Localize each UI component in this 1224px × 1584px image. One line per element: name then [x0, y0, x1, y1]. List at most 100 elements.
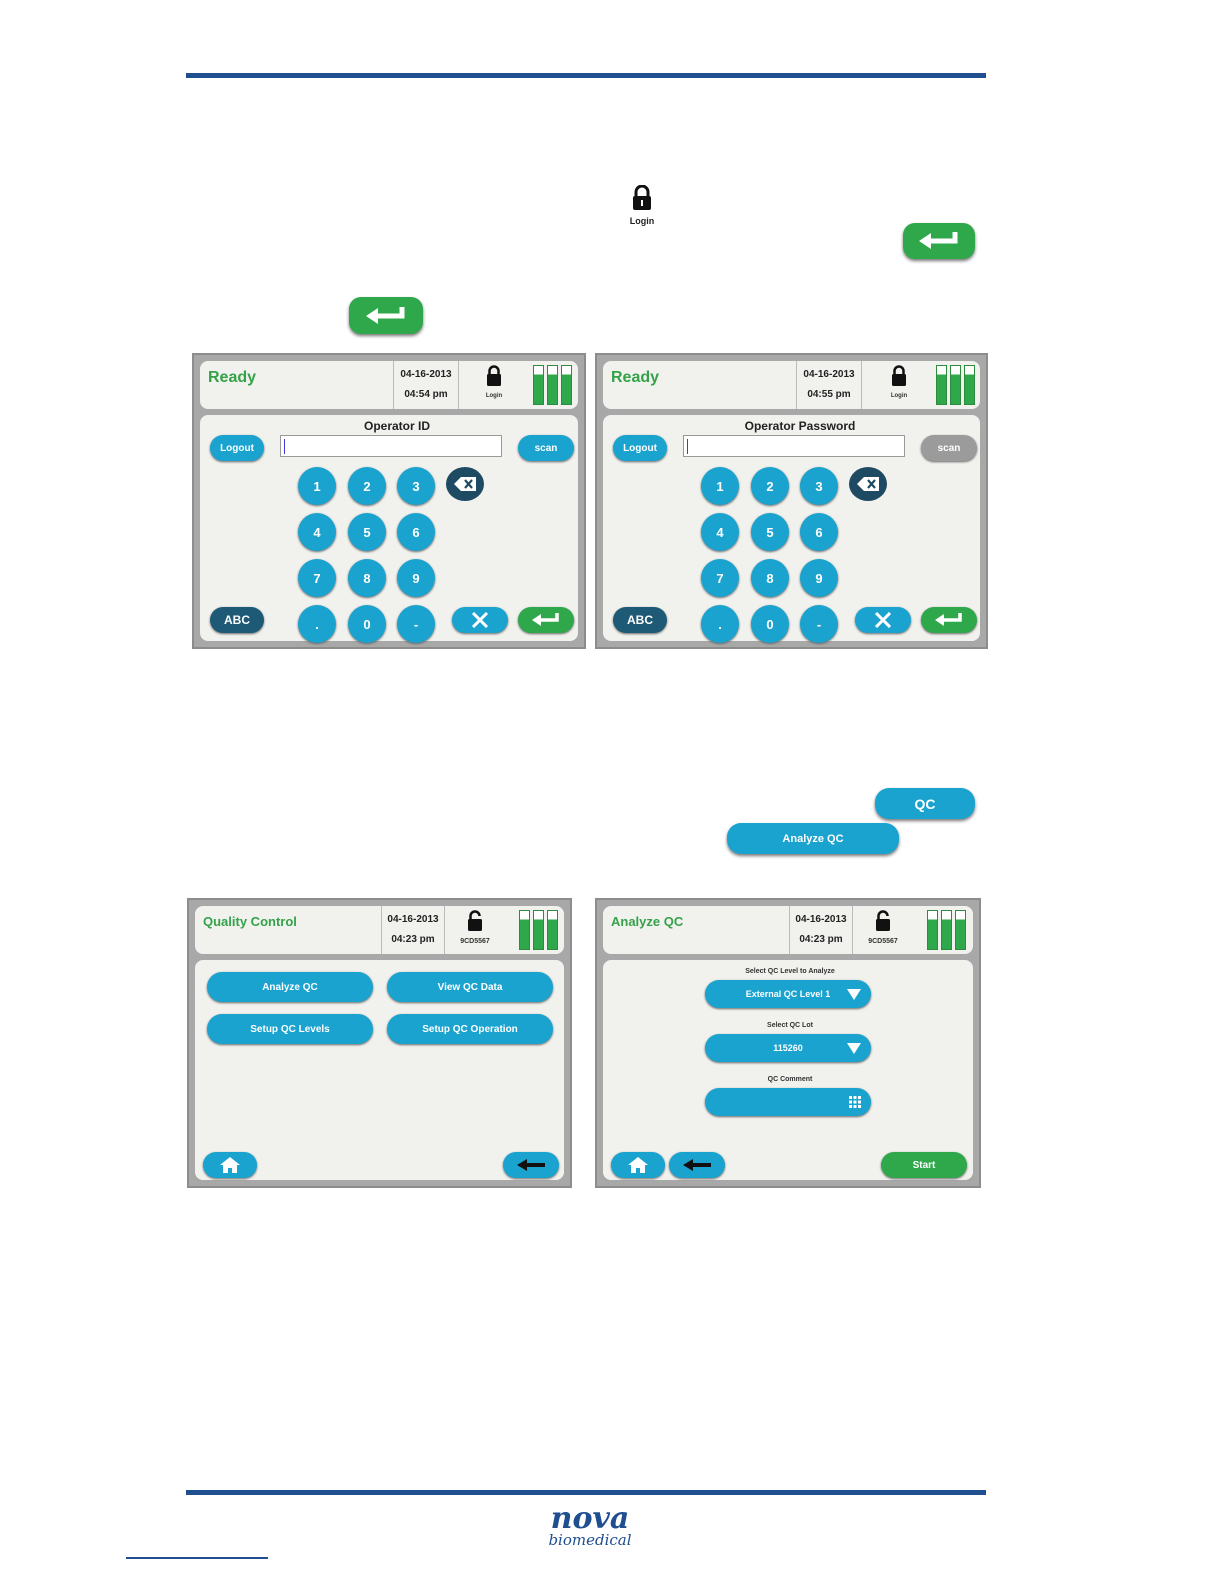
back-arrow-icon — [517, 1159, 545, 1171]
key-1[interactable]: 1 — [701, 467, 739, 505]
reagent-level-icon — [936, 365, 975, 405]
abc-button[interactable]: ABC — [210, 607, 264, 633]
key-2[interactable]: 2 — [348, 467, 386, 505]
status-title: Ready — [208, 369, 257, 386]
key-dot[interactable]: . — [298, 605, 336, 643]
key-6[interactable]: 6 — [397, 513, 435, 551]
view-qc-data-button[interactable]: View QC Data — [387, 972, 553, 1002]
abc-button[interactable]: ABC — [613, 607, 667, 633]
field-label: Operator Password — [744, 419, 856, 433]
key-dot[interactable]: . — [701, 605, 739, 643]
top-rule — [186, 73, 986, 78]
key-3[interactable]: 3 — [800, 467, 838, 505]
dropdown-triangle-icon — [847, 1043, 861, 1054]
date-time: 04-16-2013 04:54 pm — [393, 361, 459, 409]
screen-quality-control: Quality Control 04-16-2013 04:23 pm 9CD5… — [187, 898, 572, 1188]
clear-button[interactable] — [855, 607, 911, 633]
key-7[interactable]: 7 — [701, 559, 739, 597]
setup-qc-levels-button[interactable]: Setup QC Levels — [207, 1014, 373, 1044]
logout-lock-button[interactable]: 9CD5567 — [859, 910, 907, 950]
backspace-icon — [857, 477, 879, 491]
logout-button[interactable]: Logout — [210, 435, 264, 461]
enter-arrow-icon — [935, 613, 962, 626]
key-4[interactable]: 4 — [701, 513, 739, 551]
clear-button[interactable] — [452, 607, 508, 633]
keypad-panel: Operator ID Logout scan 1 2 3 4 5 6 7 8 … — [200, 415, 578, 643]
operator-id-input[interactable] — [280, 435, 502, 457]
key-0[interactable]: 0 — [348, 605, 386, 643]
key-4[interactable]: 4 — [298, 513, 336, 551]
analyze-qc-button-inline: Analyze QC — [727, 823, 899, 854]
qc-lot-label: Select QC Lot — [767, 1022, 813, 1029]
login-button[interactable]: Login — [879, 365, 919, 405]
key-6[interactable]: 6 — [800, 513, 838, 551]
unlock-icon — [876, 910, 890, 931]
date: 04-16-2013 — [803, 369, 855, 380]
operator-id-label: 9CD5567 — [460, 938, 490, 945]
key-9[interactable]: 9 — [397, 559, 435, 597]
backspace-icon — [454, 477, 476, 491]
time: 04:55 pm — [807, 389, 851, 400]
qc-level-value: External QC Level 1 — [745, 989, 831, 999]
time: 04:54 pm — [404, 389, 448, 400]
analyze-qc-button[interactable]: Analyze QC — [207, 972, 373, 1002]
key-1[interactable]: 1 — [298, 467, 336, 505]
key-3[interactable]: 3 — [397, 467, 435, 505]
qc-level-label: Select QC Level to Analyze — [745, 968, 835, 975]
screen-analyze-qc: Analyze QC 04-16-2013 04:23 pm 9CD5567 S… — [595, 898, 981, 1188]
status-header: Ready 04-16-2013 04:55 pm Login — [603, 361, 980, 409]
enter-button[interactable] — [921, 607, 977, 633]
operator-password-input[interactable] — [683, 435, 905, 457]
status-title: Quality Control — [203, 914, 297, 929]
enter-button-inline-2 — [349, 297, 423, 334]
date: 04-16-2013 — [387, 914, 439, 925]
back-button[interactable] — [503, 1152, 559, 1178]
key-9[interactable]: 9 — [800, 559, 838, 597]
lock-label: Login — [485, 393, 503, 399]
home-button[interactable] — [611, 1152, 665, 1178]
time: 04:23 pm — [391, 934, 435, 945]
key-dash[interactable]: - — [800, 605, 838, 643]
dropdown-triangle-icon — [847, 989, 861, 1000]
login-lock-icon: Login — [624, 184, 660, 231]
back-button[interactable] — [669, 1152, 725, 1178]
qc-level-dropdown[interactable]: External QC Level 1 — [705, 980, 871, 1008]
status-header: Analyze QC 04-16-2013 04:23 pm 9CD5567 — [603, 906, 973, 954]
key-8[interactable]: 8 — [751, 559, 789, 597]
scan-button[interactable]: scan — [518, 435, 574, 461]
reagent-level-icon — [519, 910, 558, 950]
qc-lot-value: 115260 — [773, 1043, 803, 1053]
key-2[interactable]: 2 — [751, 467, 789, 505]
date-time: 04-16-2013 04:55 pm — [796, 361, 862, 409]
key-5[interactable]: 5 — [751, 513, 789, 551]
operator-id-label: 9CD5567 — [868, 938, 898, 945]
enter-arrow-icon — [366, 306, 405, 324]
key-7[interactable]: 7 — [298, 559, 336, 597]
key-0[interactable]: 0 — [751, 605, 789, 643]
date-time: 04-16-2013 04:23 pm — [789, 906, 853, 954]
login-button[interactable]: Login — [474, 365, 514, 405]
key-dash[interactable]: - — [397, 605, 435, 643]
lock-icon — [892, 365, 906, 386]
setup-qc-operation-button[interactable]: Setup QC Operation — [387, 1014, 553, 1044]
logout-button[interactable]: Logout — [613, 435, 667, 461]
backspace-button[interactable] — [446, 467, 484, 501]
qc-menu-panel: Analyze QC View QC Data Setup QC Levels … — [195, 960, 564, 1180]
key-5[interactable]: 5 — [348, 513, 386, 551]
backspace-button[interactable] — [849, 467, 887, 501]
home-button[interactable] — [203, 1152, 257, 1178]
home-icon — [628, 1157, 648, 1173]
qc-comment-input[interactable] — [705, 1088, 871, 1116]
back-arrow-icon — [683, 1159, 711, 1171]
enter-arrow-icon — [919, 232, 958, 249]
start-button[interactable]: Start — [881, 1152, 967, 1178]
logout-lock-button[interactable]: 9CD5567 — [451, 910, 499, 950]
keypad-panel: Operator Password Logout scan 1 2 3 4 5 … — [603, 415, 980, 643]
status-header: Ready 04-16-2013 04:54 pm Login — [200, 361, 578, 409]
enter-button[interactable] — [518, 607, 574, 633]
qc-comment-label: QC Comment — [767, 1076, 813, 1083]
qc-lot-dropdown[interactable]: 115260 — [705, 1034, 871, 1062]
enter-arrow-icon — [532, 613, 559, 626]
key-8[interactable]: 8 — [348, 559, 386, 597]
date: 04-16-2013 — [400, 369, 452, 380]
